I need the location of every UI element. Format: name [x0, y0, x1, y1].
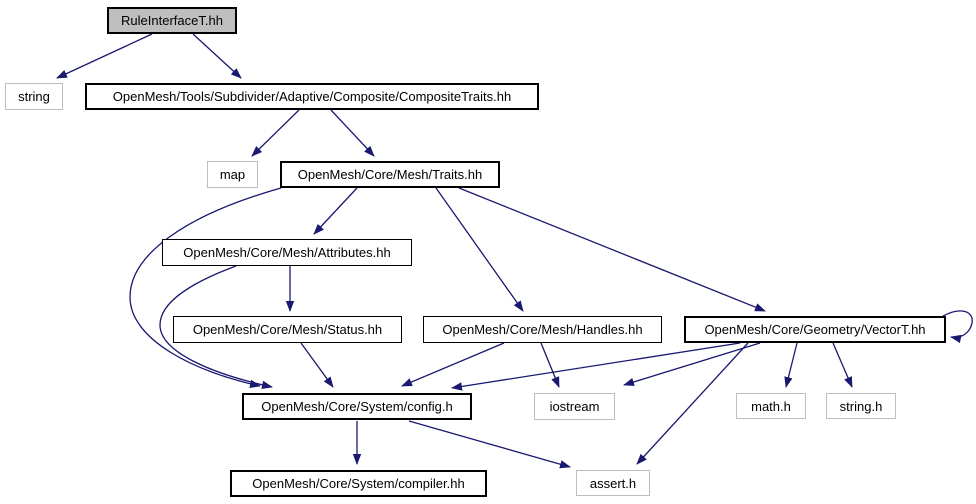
node-rule: RuleInterfaceT.hh — [107, 7, 237, 34]
edge-traits-to-handles — [435, 187, 524, 312]
edge-vectort-to-vectort — [942, 310, 973, 344]
edge-vectort-to-math — [784, 342, 798, 388]
node-composite[interactable]: OpenMesh/Tools/Subdivider/Adaptive/Compo… — [85, 83, 539, 110]
edge-vectort-to-config — [451, 342, 741, 391]
edge-handles-to-iostream — [540, 342, 560, 388]
node-handles[interactable]: OpenMesh/Core/Mesh/Handles.hh — [423, 316, 662, 343]
node-label: OpenMesh/Core/Mesh/Handles.hh — [442, 322, 643, 337]
edge-traits-to-config — [129, 187, 282, 388]
node-math: math.h — [736, 393, 806, 419]
node-label: map — [219, 167, 246, 182]
edge-traits-to-attributes — [313, 187, 358, 235]
node-label: OpenMesh/Core/System/compiler.hh — [252, 476, 465, 491]
node-iostream: iostream — [534, 393, 615, 420]
node-stringh: string.h — [826, 393, 896, 419]
edge-composite-to-traits — [330, 109, 375, 157]
edge-handles-to-config — [401, 342, 505, 387]
node-status[interactable]: OpenMesh/Core/Mesh/Status.hh — [173, 316, 402, 343]
node-label: math.h — [751, 398, 791, 414]
edge-rule-to-string — [56, 33, 153, 79]
edge-vectort-to-iostream — [623, 342, 761, 387]
node-label: OpenMesh/Core/Geometry/VectorT.hh — [704, 322, 926, 337]
edge-config-to-assert — [408, 420, 571, 469]
node-config[interactable]: OpenMesh/Core/System/config.h — [242, 393, 472, 420]
node-assert: assert.h — [576, 470, 650, 496]
node-label: string — [18, 89, 50, 104]
node-map: map — [207, 161, 258, 188]
node-traits[interactable]: OpenMesh/Core/Mesh/Traits.hh — [280, 161, 500, 188]
node-label: OpenMesh/Tools/Subdivider/Adaptive/Compo… — [112, 89, 512, 104]
node-label: OpenMesh/Core/Mesh/Traits.hh — [297, 167, 483, 182]
node-label: OpenMesh/Core/System/config.h — [261, 399, 453, 414]
edge-traits-to-vectort — [458, 187, 766, 312]
node-vectort[interactable]: OpenMesh/Core/Geometry/VectorT.hh — [684, 316, 946, 343]
edge-vectort-to-assert — [636, 342, 749, 465]
node-label: iostream — [549, 399, 600, 414]
node-compiler[interactable]: OpenMesh/Core/System/compiler.hh — [230, 470, 487, 497]
node-label: OpenMesh/Core/Mesh/Attributes.hh — [183, 245, 391, 260]
edge-rule-to-composite — [192, 33, 242, 79]
node-label: OpenMesh/Core/Mesh/Status.hh — [192, 322, 383, 337]
node-label: string.h — [839, 398, 883, 414]
node-attributes[interactable]: OpenMesh/Core/Mesh/Attributes.hh — [162, 239, 412, 266]
node-label: RuleInterfaceT.hh — [121, 13, 223, 28]
edge-composite-to-map — [251, 109, 300, 157]
edge-vectort-to-stringh — [832, 342, 853, 388]
node-label: assert.h — [589, 475, 637, 491]
edge-status-to-config — [300, 342, 334, 388]
edge-attributes-to-config — [159, 265, 273, 389]
node-string: string — [5, 83, 63, 110]
